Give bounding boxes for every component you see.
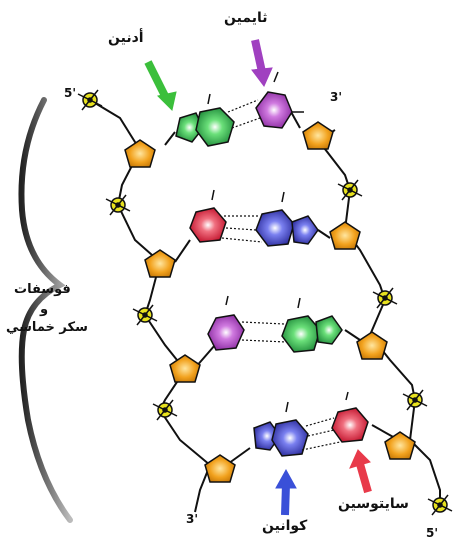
guanine-five-ring	[291, 215, 319, 245]
thymine-label: ثايمين	[224, 10, 268, 26]
adenine-six-ring	[195, 107, 235, 147]
backbone-label-line1: فوسفات	[14, 282, 71, 297]
strand-end-bottom-right: 5'	[426, 526, 439, 540]
phosphate-group	[152, 399, 178, 421]
phosphate-group	[337, 179, 363, 201]
thymine-ring	[255, 91, 293, 129]
sugar-pentagons	[124, 121, 416, 483]
adenine-arrow	[144, 60, 177, 111]
guanine-six-ring	[271, 419, 309, 457]
cytosine-ring	[331, 407, 369, 443]
guanine-label: كوانين	[262, 518, 308, 534]
thymine-arrow	[251, 39, 273, 87]
sugar	[169, 354, 201, 383]
base-pair-3	[207, 314, 343, 353]
strand-end-top-left: 5'	[64, 86, 77, 100]
sugar	[302, 121, 334, 150]
base-pair-1	[175, 91, 293, 147]
thymine-ring	[207, 314, 245, 351]
backbone-label-line2: و	[40, 302, 49, 317]
phosphate-groups	[77, 89, 453, 516]
backbone-label-line3: سكر خماسي	[6, 320, 88, 335]
sugar	[204, 454, 236, 483]
adenine-five-ring	[175, 112, 204, 143]
cytosine-ring	[189, 207, 227, 243]
phosphate-group	[132, 304, 158, 326]
base-pair-2	[189, 207, 319, 247]
sugar	[329, 221, 361, 250]
cytosine-arrow	[349, 449, 372, 494]
strand-end-top-right: 3'	[330, 90, 343, 104]
sugar	[384, 431, 416, 460]
base-pair-4	[253, 407, 369, 457]
sugar	[356, 331, 388, 360]
hydrogen-bonds	[221, 99, 341, 451]
phosphate-group	[77, 89, 103, 111]
phosphate-group	[372, 287, 398, 309]
cytosine-label: سايتوسين	[338, 496, 409, 512]
adenine-label: أدنين	[108, 30, 144, 46]
phosphate-group	[105, 194, 131, 216]
adenine-six-ring	[281, 315, 321, 353]
backbone-bracket	[18, 97, 73, 523]
phosphate-group	[402, 389, 428, 411]
guanine-six-ring	[255, 209, 295, 247]
guanine-arrow	[275, 468, 297, 516]
sugar	[144, 249, 176, 278]
sugar	[124, 139, 156, 168]
phosphate-group	[427, 494, 453, 516]
strand-end-bottom-left: 3'	[186, 512, 199, 526]
atom-ticks	[207, 71, 349, 413]
adenine-five-ring	[315, 315, 343, 345]
